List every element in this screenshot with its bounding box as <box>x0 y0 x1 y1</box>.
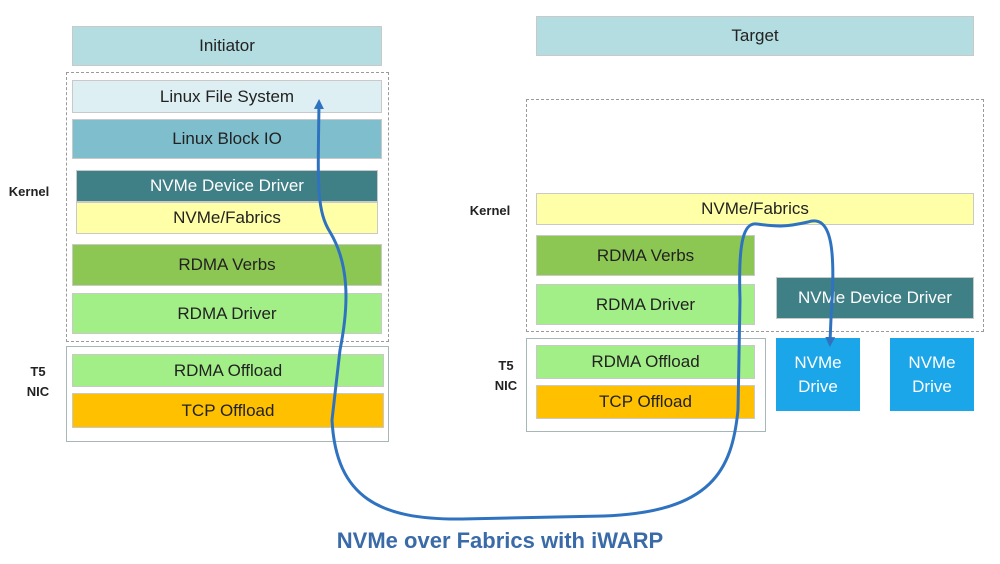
target-rdma-offload-text: RDMA Offload <box>591 352 700 371</box>
initiator-rdma-offload-text: RDMA Offload <box>173 360 283 380</box>
initiator-fabrics-text: NVMe/Fabrics <box>173 208 281 227</box>
target-rdma-driver-text: RDMA Driver <box>595 294 696 314</box>
target-rdma-driver-layer: RDMA Driver <box>536 284 755 325</box>
initiator-rdma-verbs-layer: RDMA Verbs <box>72 244 382 286</box>
initiator-rdma-driver-layer: RDMA Driver <box>72 293 382 334</box>
target-kernel-label: Kernel <box>462 201 518 221</box>
target-fabrics-layer: NVMe/Fabrics <box>536 193 974 225</box>
initiator-tcp-offload-text: TCP Offload <box>181 400 275 420</box>
diagram-caption-text: NVMe over Fabrics with iWARP <box>336 528 664 553</box>
target-device-driver-layer: NVMe Device Driver <box>776 277 974 319</box>
initiator-device-driver-text: NVMe Device Driver <box>150 176 304 195</box>
initiator-rdma-verbs-text: RDMA Verbs <box>178 255 276 274</box>
target-rdma-offload-layer: RDMA Offload <box>536 345 755 379</box>
target-nvme-drive-2-line2: Drive <box>912 376 952 396</box>
target-nic-label: T5 NIC <box>486 356 526 396</box>
target-nic-label-line1: T5 <box>498 358 514 373</box>
target-rdma-verbs-text: RDMA Verbs <box>596 245 695 265</box>
target-tcp-offload-text: TCP Offload <box>599 392 692 411</box>
initiator-kernel-text: Kernel <box>8 184 50 199</box>
initiator-nic-label-line2: NIC <box>26 384 50 399</box>
target-nic-label-line2: NIC <box>494 378 518 393</box>
target-nvme-drive-2: NVMe Drive <box>890 338 974 411</box>
target-device-driver-text: NVMe Device Driver <box>798 288 952 307</box>
target-kernel-text: Kernel <box>469 203 511 218</box>
initiator-title: Initiator <box>72 26 382 66</box>
initiator-fabrics-layer: NVMe/Fabrics <box>76 202 378 234</box>
initiator-kernel-label: Kernel <box>4 182 54 202</box>
initiator-nic-label-line1: T5 <box>30 364 46 379</box>
initiator-nic-label: T5 NIC <box>18 362 58 402</box>
target-nvme-drive-1-line2: Drive <box>798 376 838 396</box>
target-nvme-drive-1-line1: NVMe <box>794 352 842 372</box>
target-title: Target <box>536 16 974 56</box>
initiator-rdma-offload-layer: RDMA Offload <box>72 354 384 387</box>
initiator-block-io-layer: Linux Block IO <box>72 119 382 159</box>
initiator-tcp-offload-layer: TCP Offload <box>72 393 384 428</box>
initiator-device-driver-layer: NVMe Device Driver <box>76 170 378 202</box>
target-tcp-offload-layer: TCP Offload <box>536 385 755 419</box>
target-rdma-verbs-layer: RDMA Verbs <box>536 235 755 276</box>
initiator-title-text: Initiator <box>199 36 255 55</box>
initiator-file-system-layer: Linux File System <box>72 80 382 113</box>
initiator-file-system-text: Linux File System <box>159 86 295 106</box>
initiator-block-io-text: Linux Block IO <box>172 129 282 148</box>
initiator-rdma-driver-text: RDMA Driver <box>177 303 277 323</box>
target-fabrics-text: NVMe/Fabrics <box>701 199 809 218</box>
target-title-text: Target <box>731 26 779 45</box>
diagram-caption: NVMe over Fabrics with iWARP <box>0 528 1000 554</box>
target-nvme-drive-1: NVMe Drive <box>776 338 860 411</box>
target-nvme-drive-2-line1: NVMe <box>908 352 956 372</box>
